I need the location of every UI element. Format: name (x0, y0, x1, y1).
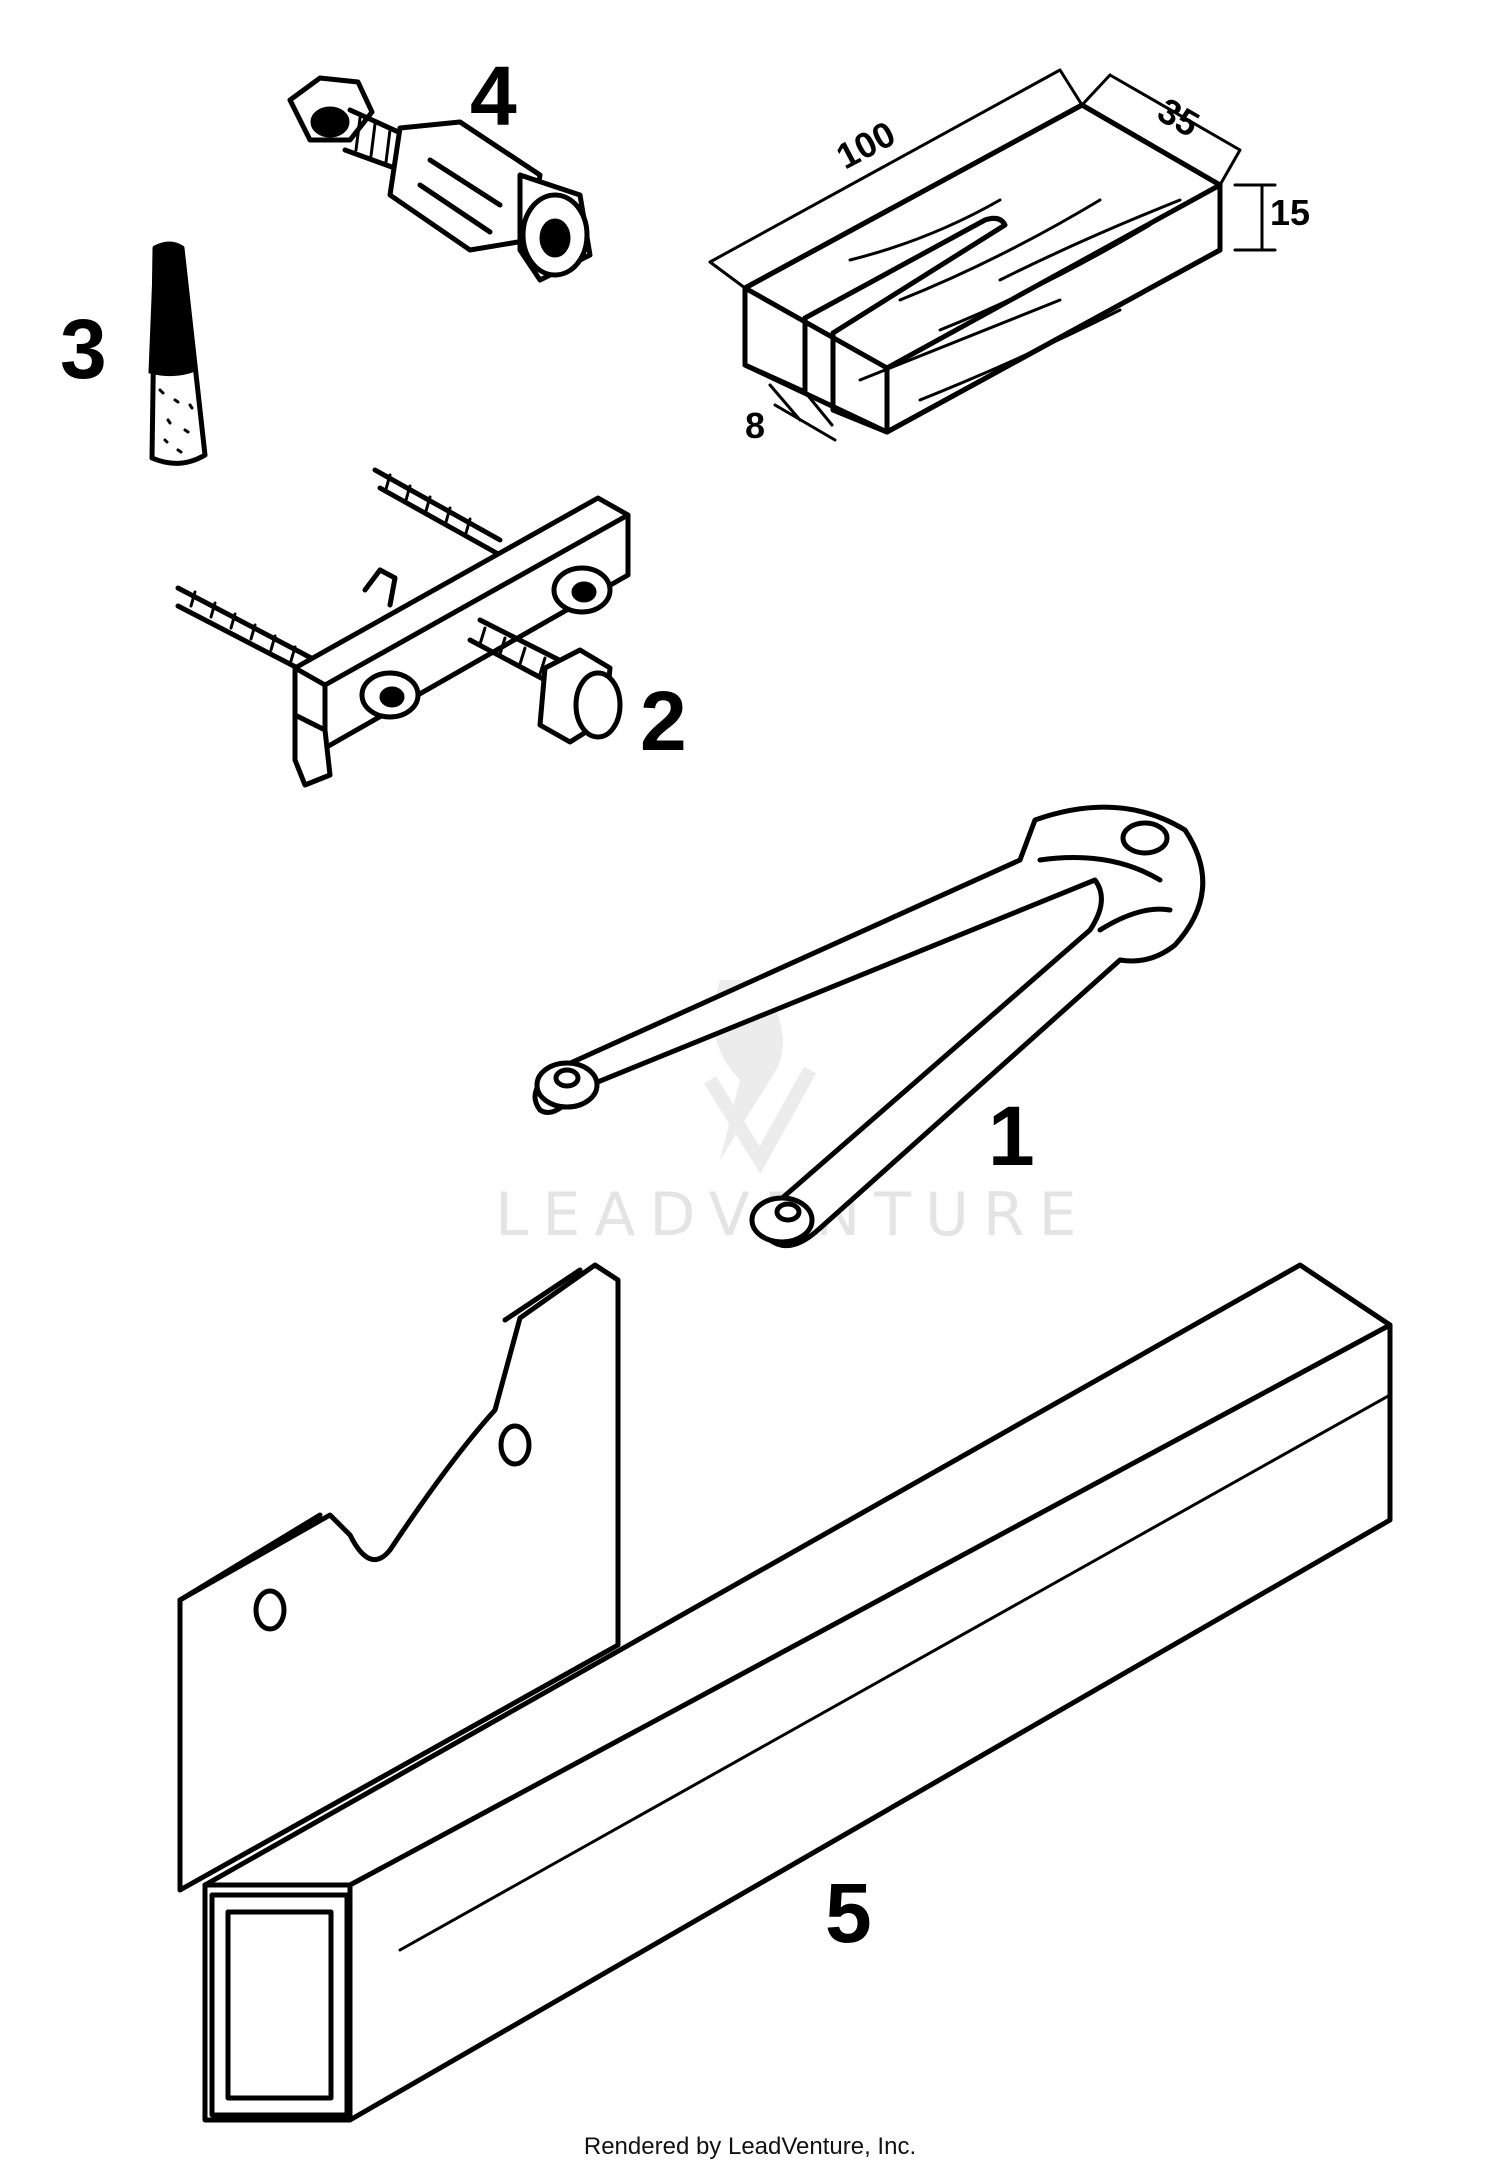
puller-bolt-tool (287, 75, 593, 283)
wooden-block (708, 68, 1277, 442)
support-stand (177, 1262, 1393, 2123)
dimension-slot: 8 (745, 405, 765, 446)
callout-2: 2 (640, 674, 687, 768)
callout-5: 5 (825, 1866, 872, 1960)
callout-3: 3 (60, 302, 107, 396)
tapered-pin-tool (148, 241, 208, 466)
puller-plate-tool (175, 467, 631, 788)
dimension-height: 15 (1270, 192, 1310, 233)
footer-credit: Rendered by LeadVenture, Inc. (583, 2133, 917, 2160)
dimension-width: 35 (1151, 89, 1206, 145)
callout-4: 4 (470, 49, 517, 143)
pin-spanner-wrench (532, 804, 1206, 1249)
dimension-length: 100 (830, 113, 902, 177)
callout-1: 1 (988, 1089, 1035, 1183)
